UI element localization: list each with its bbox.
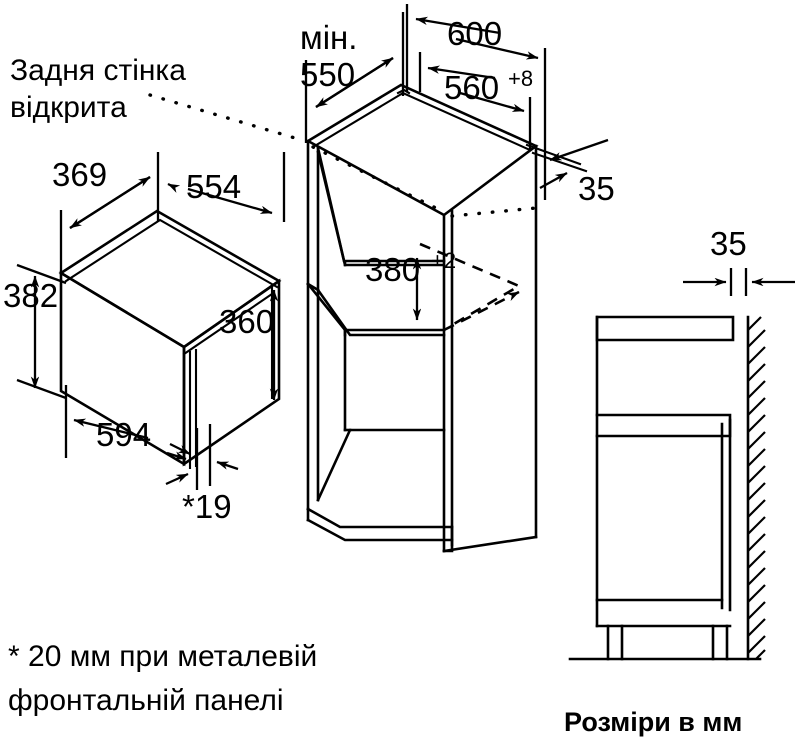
dim-cabinet-width-600: 600 (405, 4, 547, 200)
dim-19-arrow-left (169, 442, 191, 456)
dim-554-arrow-left (167, 182, 181, 193)
dim-600-value: 600 (447, 15, 502, 52)
cabinet-plinth-top (306, 507, 454, 529)
dim-oven-height-382: 382 (3, 263, 67, 400)
appliance-outline-dashed-lower (443, 290, 520, 332)
back-wall-leader-dotted (148, 93, 307, 143)
dim-550-arrow-right (315, 57, 394, 108)
dim-35-top-value: 35 (578, 170, 615, 207)
dim-369-value: 369 (52, 156, 107, 193)
oven-front-face (182, 278, 281, 467)
cabinet-shelf-front-edge (316, 288, 446, 337)
dim-550-value: 550 (300, 56, 355, 93)
dim-oven-width-554: 554 (167, 152, 286, 222)
dim-594-value: 594 (96, 416, 151, 453)
cabinet-plinth-front (306, 518, 454, 542)
dim-600-arrow-right (455, 37, 539, 60)
cabinet-niche-drawing (305, 83, 539, 553)
dim-380-tolerance: +2 (431, 248, 456, 273)
cabinet-back-open-dots-1 (311, 145, 446, 214)
dim-cabinet-top-gap-35: 35 (525, 138, 615, 207)
cabinet-back-open-dots-2 (450, 206, 538, 218)
dim-35-top-arrow-upper (549, 138, 609, 162)
dim-560-value: 560 (444, 69, 499, 106)
dim-niche-height-380: 380 +2 (365, 248, 456, 321)
dim-35-top-leader-line-2 (531, 151, 588, 173)
cabinet-niche-ceiling-inner (316, 150, 446, 263)
dim-380-value: 380 (365, 251, 420, 288)
dim-554-value: 554 (186, 168, 241, 205)
dim-side-wall-gap-35: 35 (683, 225, 795, 296)
dim-oven-width-594: 594 (64, 385, 187, 461)
back-wall-open-label: Задня стінка відкрита (10, 54, 307, 143)
dim-35-top-arrow-lower (539, 171, 568, 190)
dim-382-ext-top (16, 263, 67, 285)
footnote-block: * 20 мм при металевій фронтальній панелі (8, 640, 317, 717)
dim-oven-depth-369: 369 (52, 152, 160, 275)
dim-side-35-value: 35 (710, 225, 747, 262)
microwave-oven-drawing (58, 209, 282, 470)
cabinet-base-right-diagonal (442, 535, 538, 553)
appliance-outline-dashed-upper (419, 242, 522, 327)
dim-19-value: *19 (182, 488, 232, 525)
dim-554-arrow-right (187, 187, 273, 215)
dim-560-arrow-right (459, 91, 525, 113)
dim-oven-front-projection-19: *19 (165, 424, 239, 525)
dim-niche-width-560: 560 +8 (418, 52, 533, 150)
dim-19-arrow-lower (165, 472, 189, 486)
dim-550-min-label: мін. (300, 19, 357, 56)
back-wall-open-line2: відкрита (10, 91, 127, 124)
footnote-line-1: * 20 мм при металевій (8, 640, 317, 673)
dim-niche-depth-550: мін. 550 (300, 12, 405, 143)
dim-594-arrow-right (166, 451, 187, 461)
cabinet-shelf-left-edge (306, 282, 320, 292)
dim-382-value: 382 (3, 277, 58, 314)
dim-560-tolerance: +8 (508, 66, 533, 91)
side-view-drawing (568, 315, 766, 661)
oven-top-inner-edge (64, 218, 279, 289)
units-caption: Розміри в мм (564, 707, 742, 737)
footnote-line-2: фронтальній панелі (8, 684, 284, 717)
dim-594-arrow-left (73, 418, 149, 440)
dim-360-value: 360 (219, 303, 274, 340)
dim-oven-height-360: 360 (219, 289, 279, 401)
dim-369-arrow-right (69, 176, 151, 229)
dim-560-arrow-left (427, 65, 496, 80)
oven-front-top-inner (182, 292, 274, 356)
side-view-wall-hatching (747, 316, 766, 660)
dim-600-arrow-left (415, 16, 501, 35)
dim-19-arrow-right (216, 460, 239, 471)
dim-382-ext-bottom (16, 378, 67, 400)
back-wall-open-line1: Задня стінка (10, 54, 186, 87)
